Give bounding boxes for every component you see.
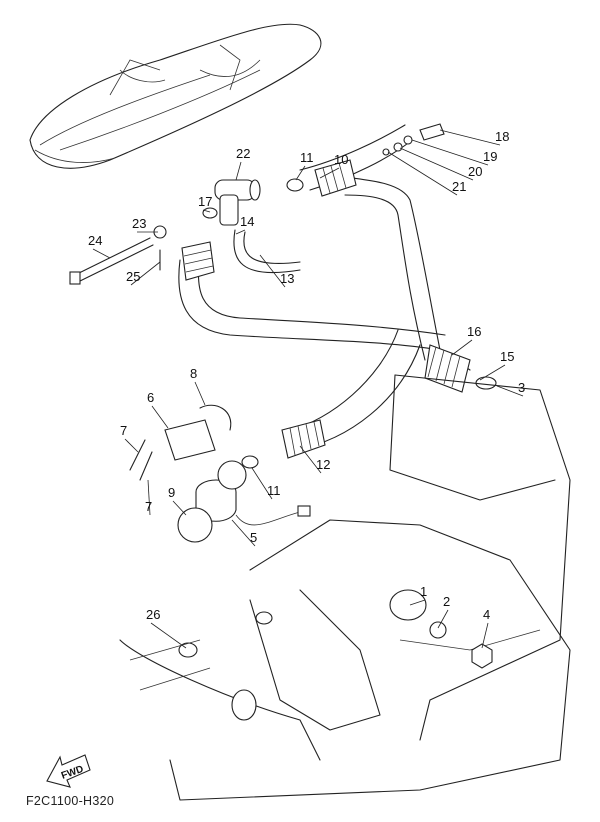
- part-callout-15[interactable]: 15: [500, 349, 514, 364]
- part-callout-14[interactable]: 14: [240, 214, 254, 229]
- part-callout-25[interactable]: 25: [126, 269, 140, 284]
- part-callout-11[interactable]: 11: [300, 150, 314, 165]
- leader-line: [299, 445, 322, 474]
- part-callout-2[interactable]: 2: [443, 594, 450, 609]
- leader-line: [437, 609, 449, 629]
- leader-line: [235, 161, 242, 181]
- hardware-18-21: [382, 123, 445, 156]
- bellows-10: [314, 159, 357, 197]
- leader-line: [399, 147, 474, 181]
- watercraft-thumbnail: [29, 23, 322, 169]
- forward-direction-arrow: FWD: [46, 754, 91, 788]
- leader-line: [481, 622, 489, 649]
- part-callout-18[interactable]: 18: [495, 129, 509, 144]
- part-callout-8[interactable]: 8: [190, 366, 197, 381]
- part-callout-17[interactable]: 17: [198, 194, 212, 209]
- bellows-upper-left: [181, 241, 215, 281]
- leader-line: [124, 438, 139, 453]
- leader-line: [295, 165, 306, 181]
- part-callout-16[interactable]: 16: [467, 324, 481, 339]
- part-callout-24[interactable]: 24: [88, 233, 102, 248]
- diagram-code: F2C1100-H320: [26, 794, 115, 808]
- part-callout-12[interactable]: 12: [316, 457, 330, 472]
- part-callout-26[interactable]: 26: [146, 607, 160, 622]
- leader-line: [151, 405, 169, 429]
- part-callout-19[interactable]: 19: [483, 149, 497, 164]
- leader-line: [130, 261, 161, 286]
- part-callout-23[interactable]: 23: [132, 216, 146, 231]
- leader-line: [319, 167, 340, 179]
- part-callout-20[interactable]: 20: [468, 164, 482, 179]
- leader-line: [387, 151, 458, 196]
- leader-line: [235, 229, 246, 235]
- leader-line: [231, 519, 256, 547]
- part-callout-6[interactable]: 6: [147, 390, 154, 405]
- leader-line: [172, 500, 187, 516]
- part-callout-13[interactable]: 13: [280, 271, 294, 286]
- leader-line: [451, 339, 473, 356]
- cable-tie-24: [69, 237, 161, 285]
- bracket-6: [129, 404, 232, 481]
- leader-line: [150, 622, 187, 649]
- leader-line: [479, 364, 506, 381]
- leader-line: [409, 599, 426, 606]
- leader-line: [202, 209, 211, 213]
- leader-line: [194, 381, 206, 406]
- leader-line: [259, 254, 286, 288]
- leader-line: [439, 129, 501, 146]
- part-callout-21[interactable]: 21: [452, 179, 466, 194]
- bellows-12: [281, 419, 326, 459]
- hose-clamps: [153, 178, 497, 658]
- part-callout-11[interactable]: 11: [267, 483, 281, 498]
- leader-line: [411, 139, 489, 166]
- part-callout-22[interactable]: 22: [236, 146, 250, 161]
- leader-line: [496, 385, 524, 397]
- part-callout-7[interactable]: 7: [145, 499, 152, 514]
- part-callout-7[interactable]: 7: [120, 423, 127, 438]
- elbow-fitting-22: [214, 179, 261, 226]
- part-callout-10[interactable]: 10: [334, 152, 348, 167]
- leader-line: [92, 248, 111, 259]
- part-callout-4[interactable]: 4: [483, 607, 490, 622]
- leader-line: [147, 479, 151, 516]
- part-callout-1[interactable]: 1: [420, 584, 427, 599]
- bilge-pump-5: [177, 460, 311, 543]
- bellows-16: [424, 344, 471, 393]
- leader-line: [251, 467, 273, 500]
- hull-body: [119, 374, 571, 801]
- part-callout-5[interactable]: 5: [250, 530, 257, 545]
- part-callout-3[interactable]: 3: [518, 380, 525, 395]
- part-callout-9[interactable]: 9: [168, 485, 175, 500]
